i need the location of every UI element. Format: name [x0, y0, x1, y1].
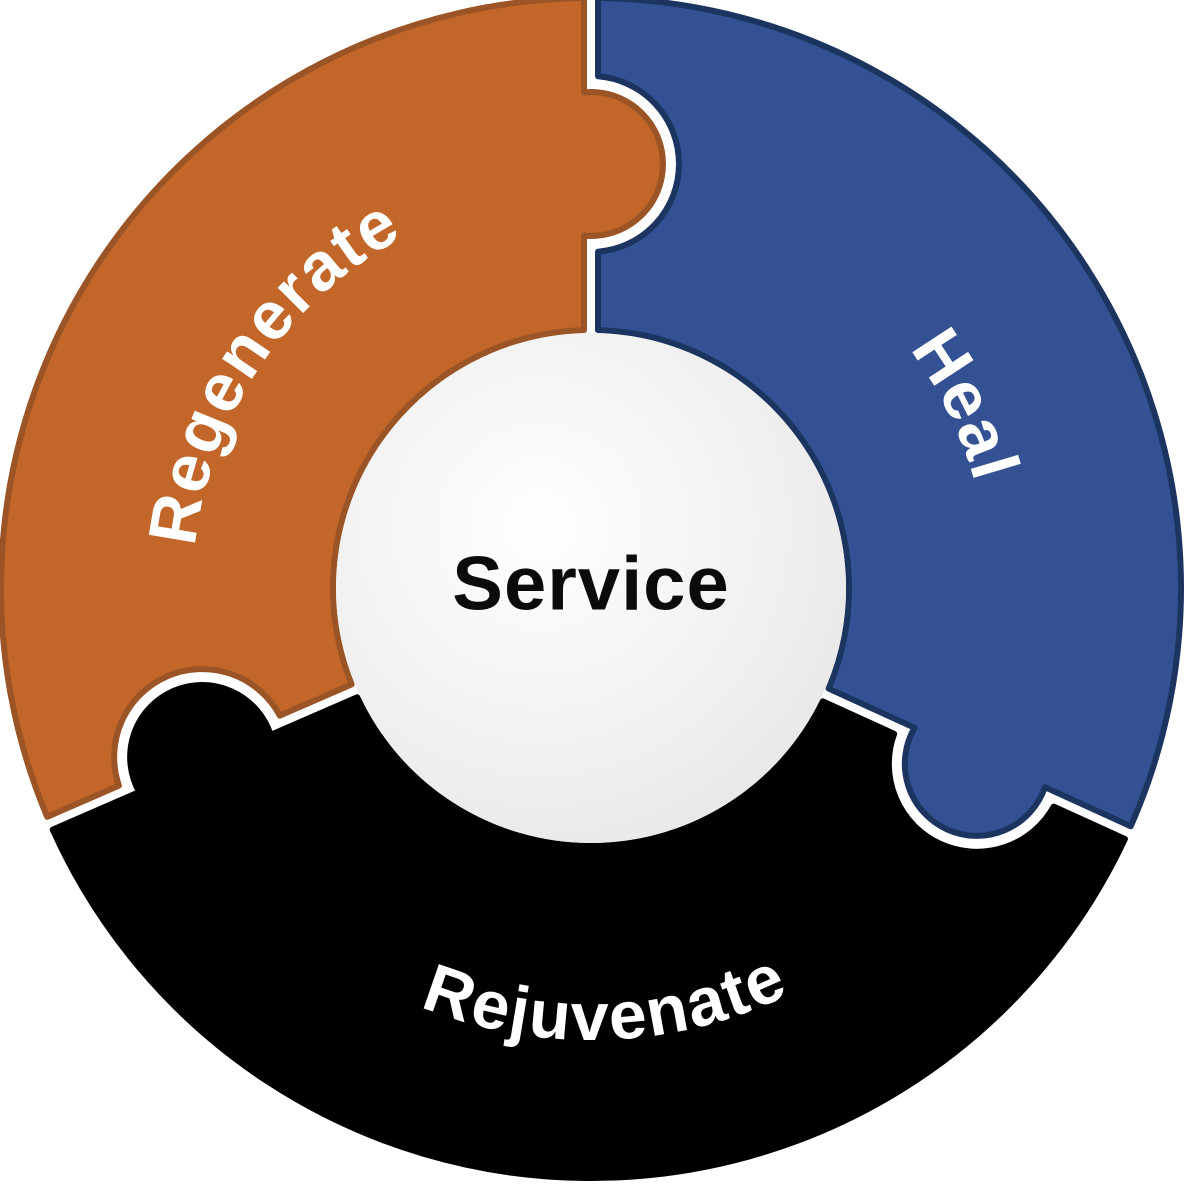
segment-regenerate — [0, 0, 666, 820]
center-hub-circle — [336, 333, 846, 843]
center-hub-label: Service — [452, 542, 729, 627]
segment-heal — [595, 0, 1184, 839]
segment-rejuvenate — [49, 682, 1128, 1181]
